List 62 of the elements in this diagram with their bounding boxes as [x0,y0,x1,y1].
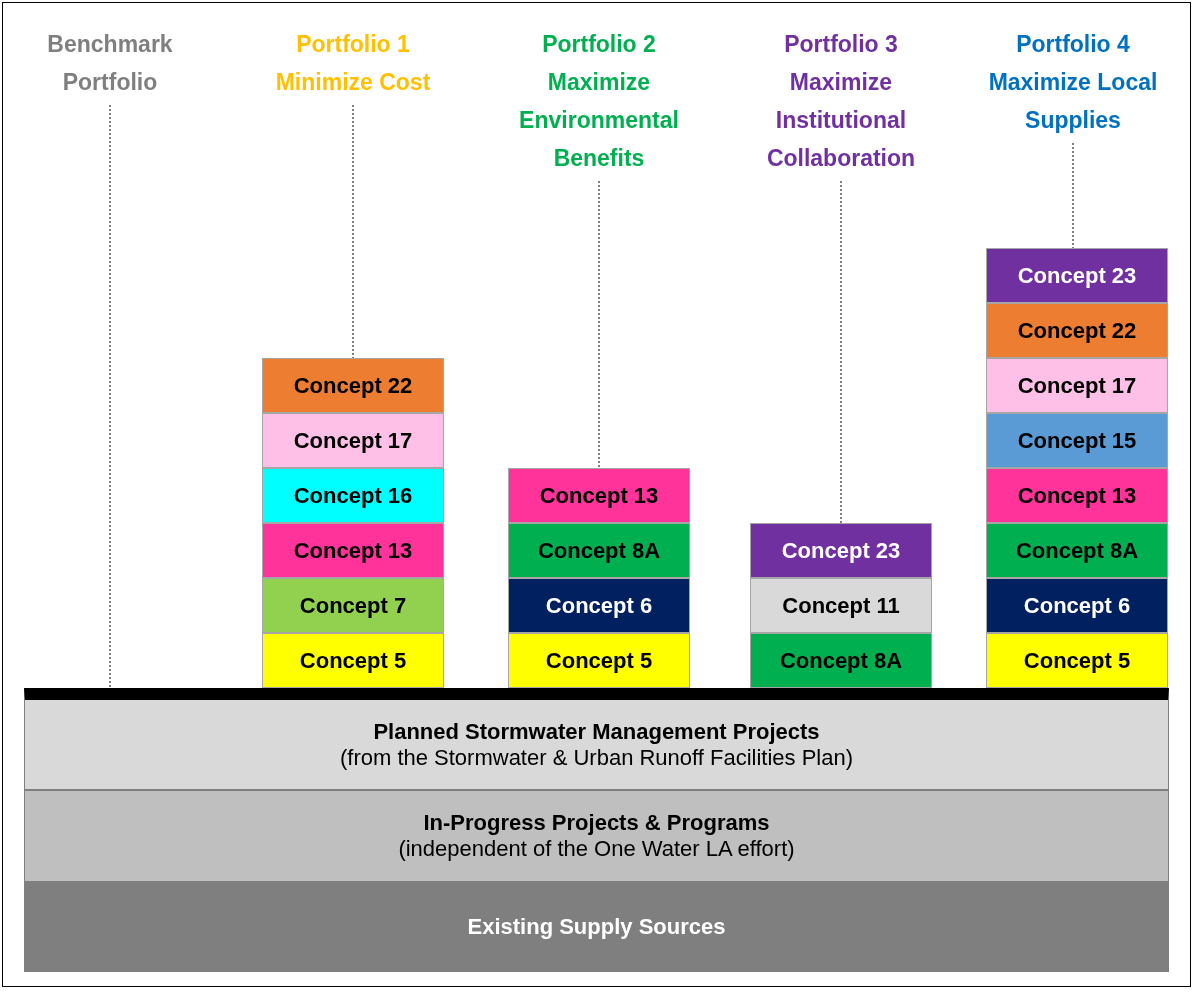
leader-line [109,104,111,689]
block-label: Concept 13 [539,482,659,509]
block-label: Concept 17 [1017,372,1137,399]
block-label: Concept 16 [293,482,413,509]
concept-block [750,523,932,578]
block-label: Concept 8A [779,647,903,674]
concept-block [262,358,444,413]
portfolio-heading: Maximize Environmental Benefits [518,68,680,173]
concept-block [986,468,1168,523]
concept-block [262,523,444,578]
portfolio-heading: Minimize Cost [274,68,432,97]
block-label: Concept 8A [537,537,661,564]
band-title: Planned Stormwater Management Projects [373,718,820,745]
concept-block [508,578,690,633]
portfolio-heading: Portfolio 4 [1015,30,1131,59]
band-subtitle: (from the Stormwater & Urban Runoff Facilities Plan) [339,744,854,771]
block-label: Concept 23 [1017,262,1137,289]
leader-line [840,180,842,524]
concept-block [508,523,690,578]
concept-block [262,578,444,633]
block-label: Concept 6 [1023,592,1131,619]
portfolio-heading: Maximize Local Supplies [987,68,1159,135]
concept-block [750,633,932,688]
concept-block [986,303,1168,358]
concept-block [262,468,444,523]
block-label: Concept 5 [545,647,653,674]
concept-block [986,633,1168,688]
concept-block [508,633,690,688]
band-title: Existing Supply Sources [467,914,726,940]
block-label: Concept 22 [293,372,413,399]
layer-band [24,790,1169,882]
concept-block [986,248,1168,303]
portfolio-heading: Portfolio 2 [541,30,657,59]
block-label: Concept 11 [782,592,900,619]
concept-block [262,413,444,468]
block-label: Concept 7 [299,592,407,619]
band-title: In-Progress Projects & Programs [423,810,770,836]
block-label: Concept 15 [1017,427,1137,454]
block-label: Concept 5 [1023,647,1131,674]
portfolio-heading: Maximize Institutional Collaboration [765,68,917,173]
block-label: Concept 22 [1017,317,1137,344]
concept-block [750,578,932,633]
leader-line [598,180,600,469]
portfolio-heading: Portfolio 3 [783,30,899,59]
layer-band [24,688,1169,790]
concept-block [986,358,1168,413]
block-label: Concept 8A [1015,537,1139,564]
layer-band [24,882,1169,972]
block-label: Concept 6 [545,592,653,619]
block-label: Concept 13 [1017,482,1137,509]
band-subtitle: (independent of the One Water LA effort) [398,836,795,862]
portfolio-heading: Portfolio 1 [295,30,411,59]
concept-block [986,523,1168,578]
block-label: Concept 17 [293,427,413,454]
block-label: Concept 23 [781,537,901,564]
block-label: Concept 13 [293,537,413,564]
concept-block [986,578,1168,633]
concept-block [262,633,444,688]
block-label: Concept 5 [299,647,407,674]
concept-block [986,413,1168,468]
concept-block [508,468,690,523]
portfolio-heading: Benchmark Portfolio [46,30,174,97]
